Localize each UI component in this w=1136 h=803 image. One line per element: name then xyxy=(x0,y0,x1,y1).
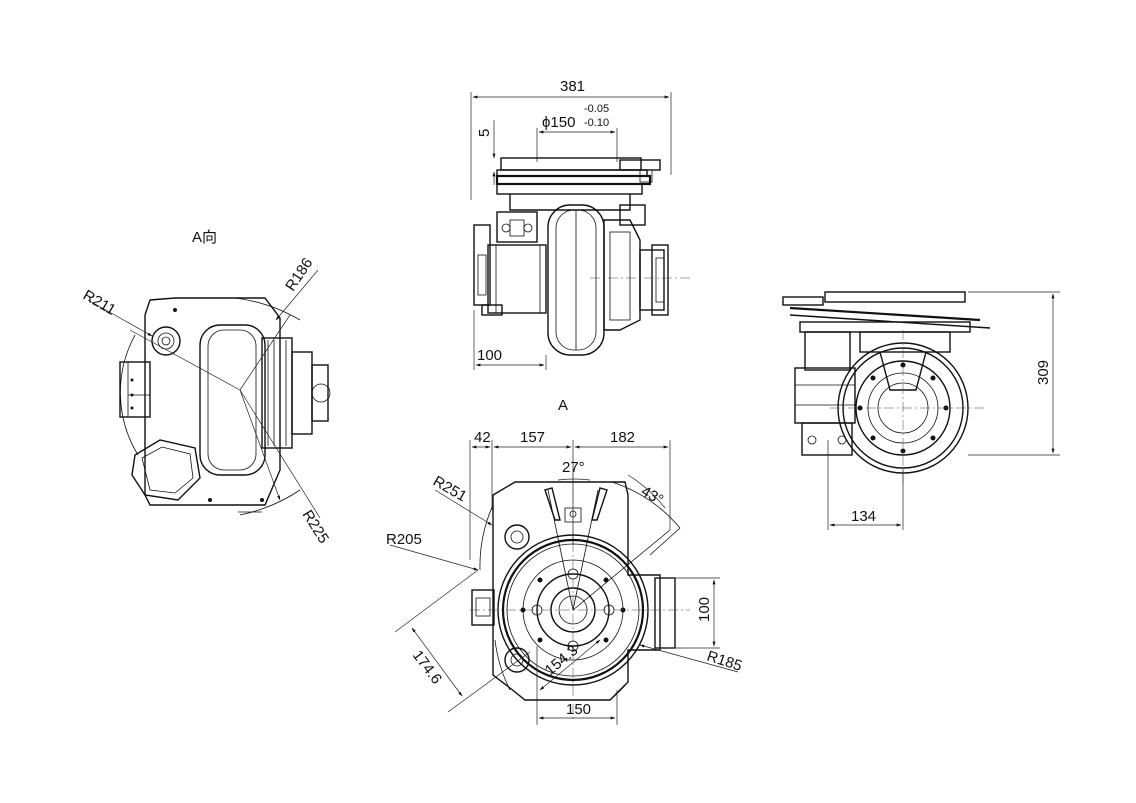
angle-27: 27° xyxy=(562,459,585,476)
dim-381: 381 xyxy=(560,78,585,95)
dim-5: 5 xyxy=(476,129,493,137)
dim-r225: R225 xyxy=(299,507,332,546)
dim-r211: R211 xyxy=(80,287,119,319)
tol-lower: -0.10 xyxy=(584,117,609,129)
angle-43: 43° xyxy=(638,483,666,509)
view-a-arrow-label: A xyxy=(558,397,568,414)
dim-42: 42 xyxy=(474,429,491,446)
dim-309: 309 xyxy=(1035,360,1052,385)
dim-100-front: 100 xyxy=(477,347,502,364)
dim-r251: R251 xyxy=(430,473,470,506)
dim-r205: R205 xyxy=(386,531,422,548)
dim-150-bottom: 150 xyxy=(566,701,591,718)
side-view: 309 134 xyxy=(782,291,1060,530)
tol-upper: -0.05 xyxy=(584,103,609,115)
dim-157: 157 xyxy=(520,429,545,446)
view-a-title: A向 xyxy=(192,229,217,246)
dim-phi150: ϕ150 xyxy=(542,114,575,131)
view-a: A向 xyxy=(80,229,332,547)
dim-134: 134 xyxy=(851,508,876,525)
dim-182: 182 xyxy=(610,429,635,446)
dim-174-6: 174.6 xyxy=(409,647,445,687)
dim-r186: R186 xyxy=(282,255,316,294)
front-view: 381 ϕ150 -0.05 -0.10 5 xyxy=(470,78,690,370)
dim-100-top: 100 xyxy=(696,597,713,622)
top-view: A 42 157 182 xyxy=(386,397,744,725)
dim-r185: R185 xyxy=(705,648,744,675)
